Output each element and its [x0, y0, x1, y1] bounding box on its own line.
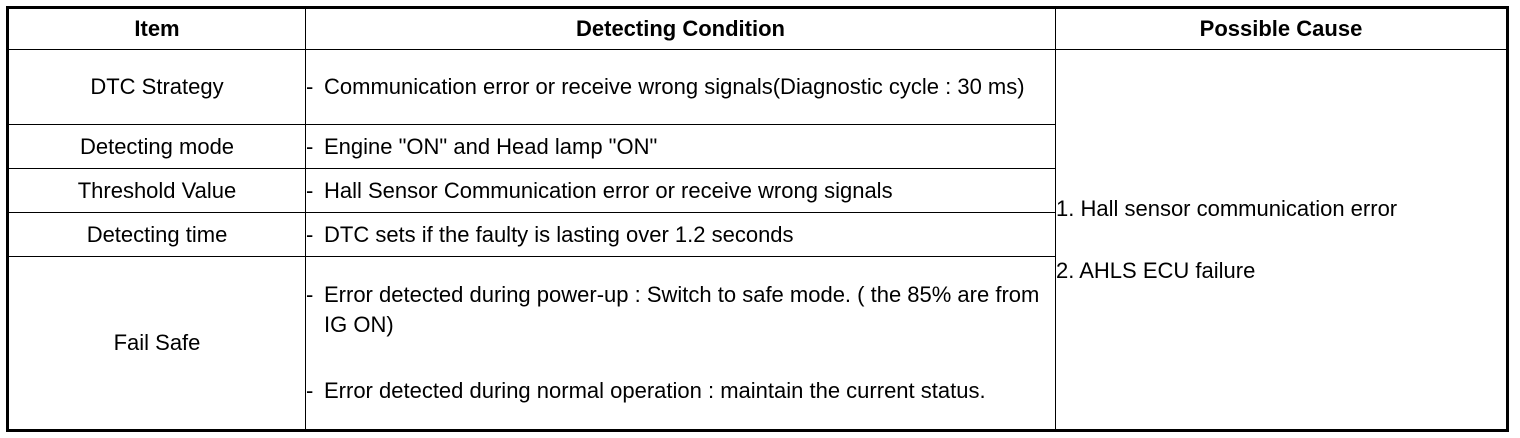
table-row: Threshold Value - Hall Sensor Communicat…: [7, 168, 1508, 213]
dtc-table: Item Detecting Condition Possible Cause …: [6, 6, 1509, 432]
header-row: Item Detecting Condition Possible Cause: [7, 7, 1508, 50]
condition-line: - DTC sets if the faulty is lasting over…: [306, 220, 1055, 250]
dash-bullet: -: [306, 378, 314, 403]
condition-line: - Error detected during normal operation…: [306, 376, 1055, 406]
possible-cause-2: 2. AHLS ECU failure: [1056, 257, 1256, 283]
header-detecting-condition: Detecting Condition: [305, 7, 1056, 50]
item-cell: Detecting time: [7, 212, 306, 257]
item-cell: Detecting mode: [7, 124, 306, 169]
possible-cause-1: 1. Hall sensor communication error: [1056, 195, 1398, 221]
condition-line: - Engine "ON" and Head lamp "ON": [306, 132, 1055, 162]
condition-text: Error detected during normal operation :…: [324, 378, 986, 403]
condition-line: - Error detected during power-up : Switc…: [306, 280, 1055, 340]
dash-bullet: -: [306, 133, 314, 159]
condition-cell: - Engine "ON" and Head lamp "ON": [305, 124, 1056, 169]
condition-cell: - Error detected during power-up : Switc…: [305, 256, 1056, 431]
condition-line: - Communication error or receive wrong s…: [306, 72, 1055, 102]
header-item: Item: [7, 7, 306, 50]
possible-cause-cell: 1. Hall sensor communication error 2. AH…: [1055, 49, 1508, 431]
dash-bullet: -: [306, 177, 314, 203]
item-cell: Threshold Value: [7, 168, 306, 213]
condition-cell: - Communication error or receive wrong s…: [305, 49, 1056, 125]
item-cell: Fail Safe: [7, 256, 306, 431]
dash-bullet: -: [306, 282, 314, 307]
table-row: Fail Safe - Error detected during power-…: [7, 256, 1508, 431]
header-possible-cause: Possible Cause: [1055, 7, 1508, 50]
dash-bullet: -: [306, 221, 314, 247]
condition-text: Hall Sensor Communication error or recei…: [324, 177, 893, 203]
condition-text: DTC sets if the faulty is lasting over 1…: [324, 221, 794, 247]
table-row: Detecting time - DTC sets if the faulty …: [7, 212, 1508, 257]
dash-bullet: -: [306, 74, 314, 99]
condition-cell: - DTC sets if the faulty is lasting over…: [305, 212, 1056, 257]
item-cell: DTC Strategy: [7, 49, 306, 125]
condition-text: Engine "ON" and Head lamp "ON": [324, 133, 658, 159]
condition-text: Communication error or receive wrong sig…: [324, 74, 1025, 99]
table-row: Detecting mode - Engine "ON" and Head la…: [7, 124, 1508, 169]
condition-line: - Hall Sensor Communication error or rec…: [306, 176, 1055, 206]
condition-text: Error detected during power-up : Switch …: [324, 282, 1040, 337]
condition-cell: - Hall Sensor Communication error or rec…: [305, 168, 1056, 213]
table-row: DTC Strategy - Communication error or re…: [7, 49, 1508, 431]
